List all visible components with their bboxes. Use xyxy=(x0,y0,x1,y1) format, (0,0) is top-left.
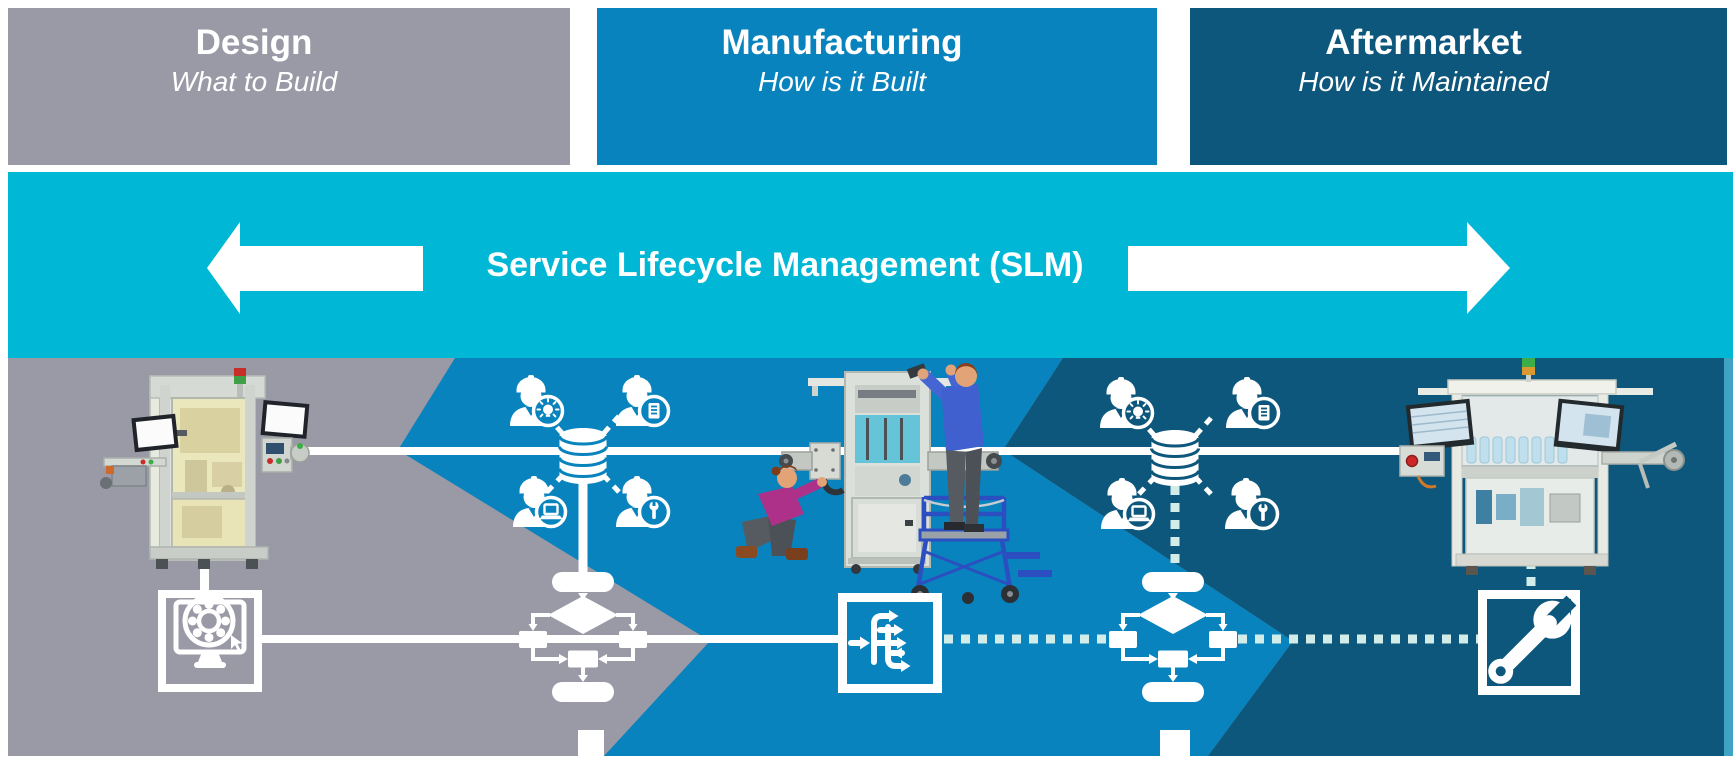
bottom-bar-aftermarket xyxy=(1160,730,1190,756)
design-collaboration-cluster xyxy=(510,375,671,529)
phase-header-manufacturing: Manufacturing How is it Built xyxy=(597,8,1157,165)
cad-monitor-bearing-icon xyxy=(158,590,262,692)
connector-db1-to-flowchart xyxy=(578,478,588,574)
database-icon xyxy=(1151,430,1199,486)
wrench-icon xyxy=(1478,590,1580,695)
connector-machine1-to-monitor xyxy=(200,556,209,592)
connector-process-line-solid xyxy=(262,635,840,643)
bottom-bar-design xyxy=(578,730,604,756)
phase-subtitle-aftermarket: How is it Maintained xyxy=(1298,66,1549,97)
worker-man-figure xyxy=(906,363,984,532)
phase-title-design: Design xyxy=(195,23,313,62)
phase-header-design: Design What to Build xyxy=(8,8,570,165)
phase-header-aftermarket: Aftermarket How is it Maintained xyxy=(1190,8,1727,165)
phase-subtitle-design: What to Build xyxy=(170,66,338,97)
arrow-left-icon xyxy=(207,222,423,314)
right-edge-sliver xyxy=(1724,358,1733,756)
aftermarket-collaboration-cluster xyxy=(1100,377,1281,531)
arrow-right-icon xyxy=(1128,222,1510,314)
banner-title: Service Lifecycle Management (SLM) xyxy=(486,246,1084,284)
worker-woman-figure xyxy=(736,465,827,560)
phase-title-aftermarket: Aftermarket xyxy=(1325,23,1522,62)
phase-subtitle-manufacturing: How is it Built xyxy=(757,66,927,97)
database-icon xyxy=(559,428,607,484)
design-machine-illustration xyxy=(100,368,310,569)
assembly-workers-illustration xyxy=(736,363,1052,604)
step-platform-cart xyxy=(911,495,1052,604)
routing-split-icon xyxy=(838,593,942,693)
phase-title-manufacturing: Manufacturing xyxy=(721,23,963,62)
aftermarket-machine-illustration xyxy=(1399,358,1685,575)
